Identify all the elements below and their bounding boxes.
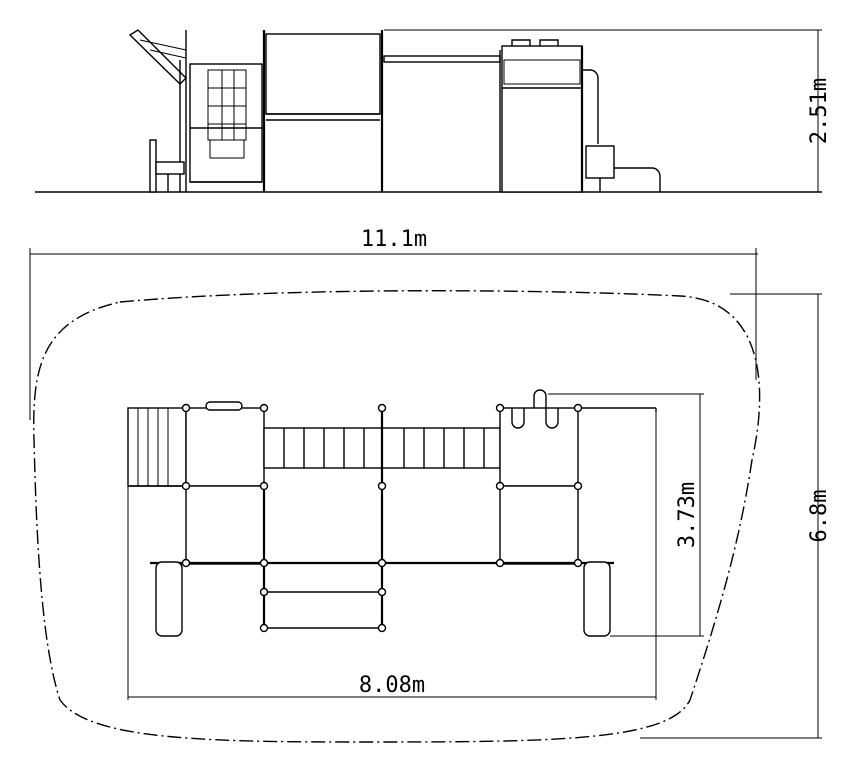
equipment-length-label: 8.08m bbox=[359, 673, 425, 698]
frame-joints bbox=[181, 403, 583, 633]
right-seat bbox=[585, 145, 661, 192]
overall-length-label: 11.1m bbox=[361, 227, 427, 252]
seat-left bbox=[155, 561, 183, 637]
overall-width-label: 6.8m bbox=[807, 490, 832, 543]
height-label: 2.51m bbox=[807, 78, 832, 144]
left-platform bbox=[127, 401, 265, 565]
safety-zone-outline bbox=[33, 290, 761, 743]
angled-ladder bbox=[128, 29, 187, 192]
step-frame bbox=[264, 591, 382, 629]
right-platform bbox=[499, 389, 657, 565]
tower-3 bbox=[501, 39, 599, 193]
seat-right bbox=[583, 561, 611, 637]
side-elevation: 2.51m bbox=[35, 29, 832, 193]
tower-1 bbox=[189, 63, 263, 183]
equipment-depth-label: 3.73m bbox=[675, 482, 700, 548]
plan-view: 11.1m 6.8m bbox=[29, 227, 832, 743]
tower-2 bbox=[265, 33, 381, 121]
left-seat bbox=[149, 139, 185, 193]
overhead-bridge bbox=[383, 50, 501, 192]
